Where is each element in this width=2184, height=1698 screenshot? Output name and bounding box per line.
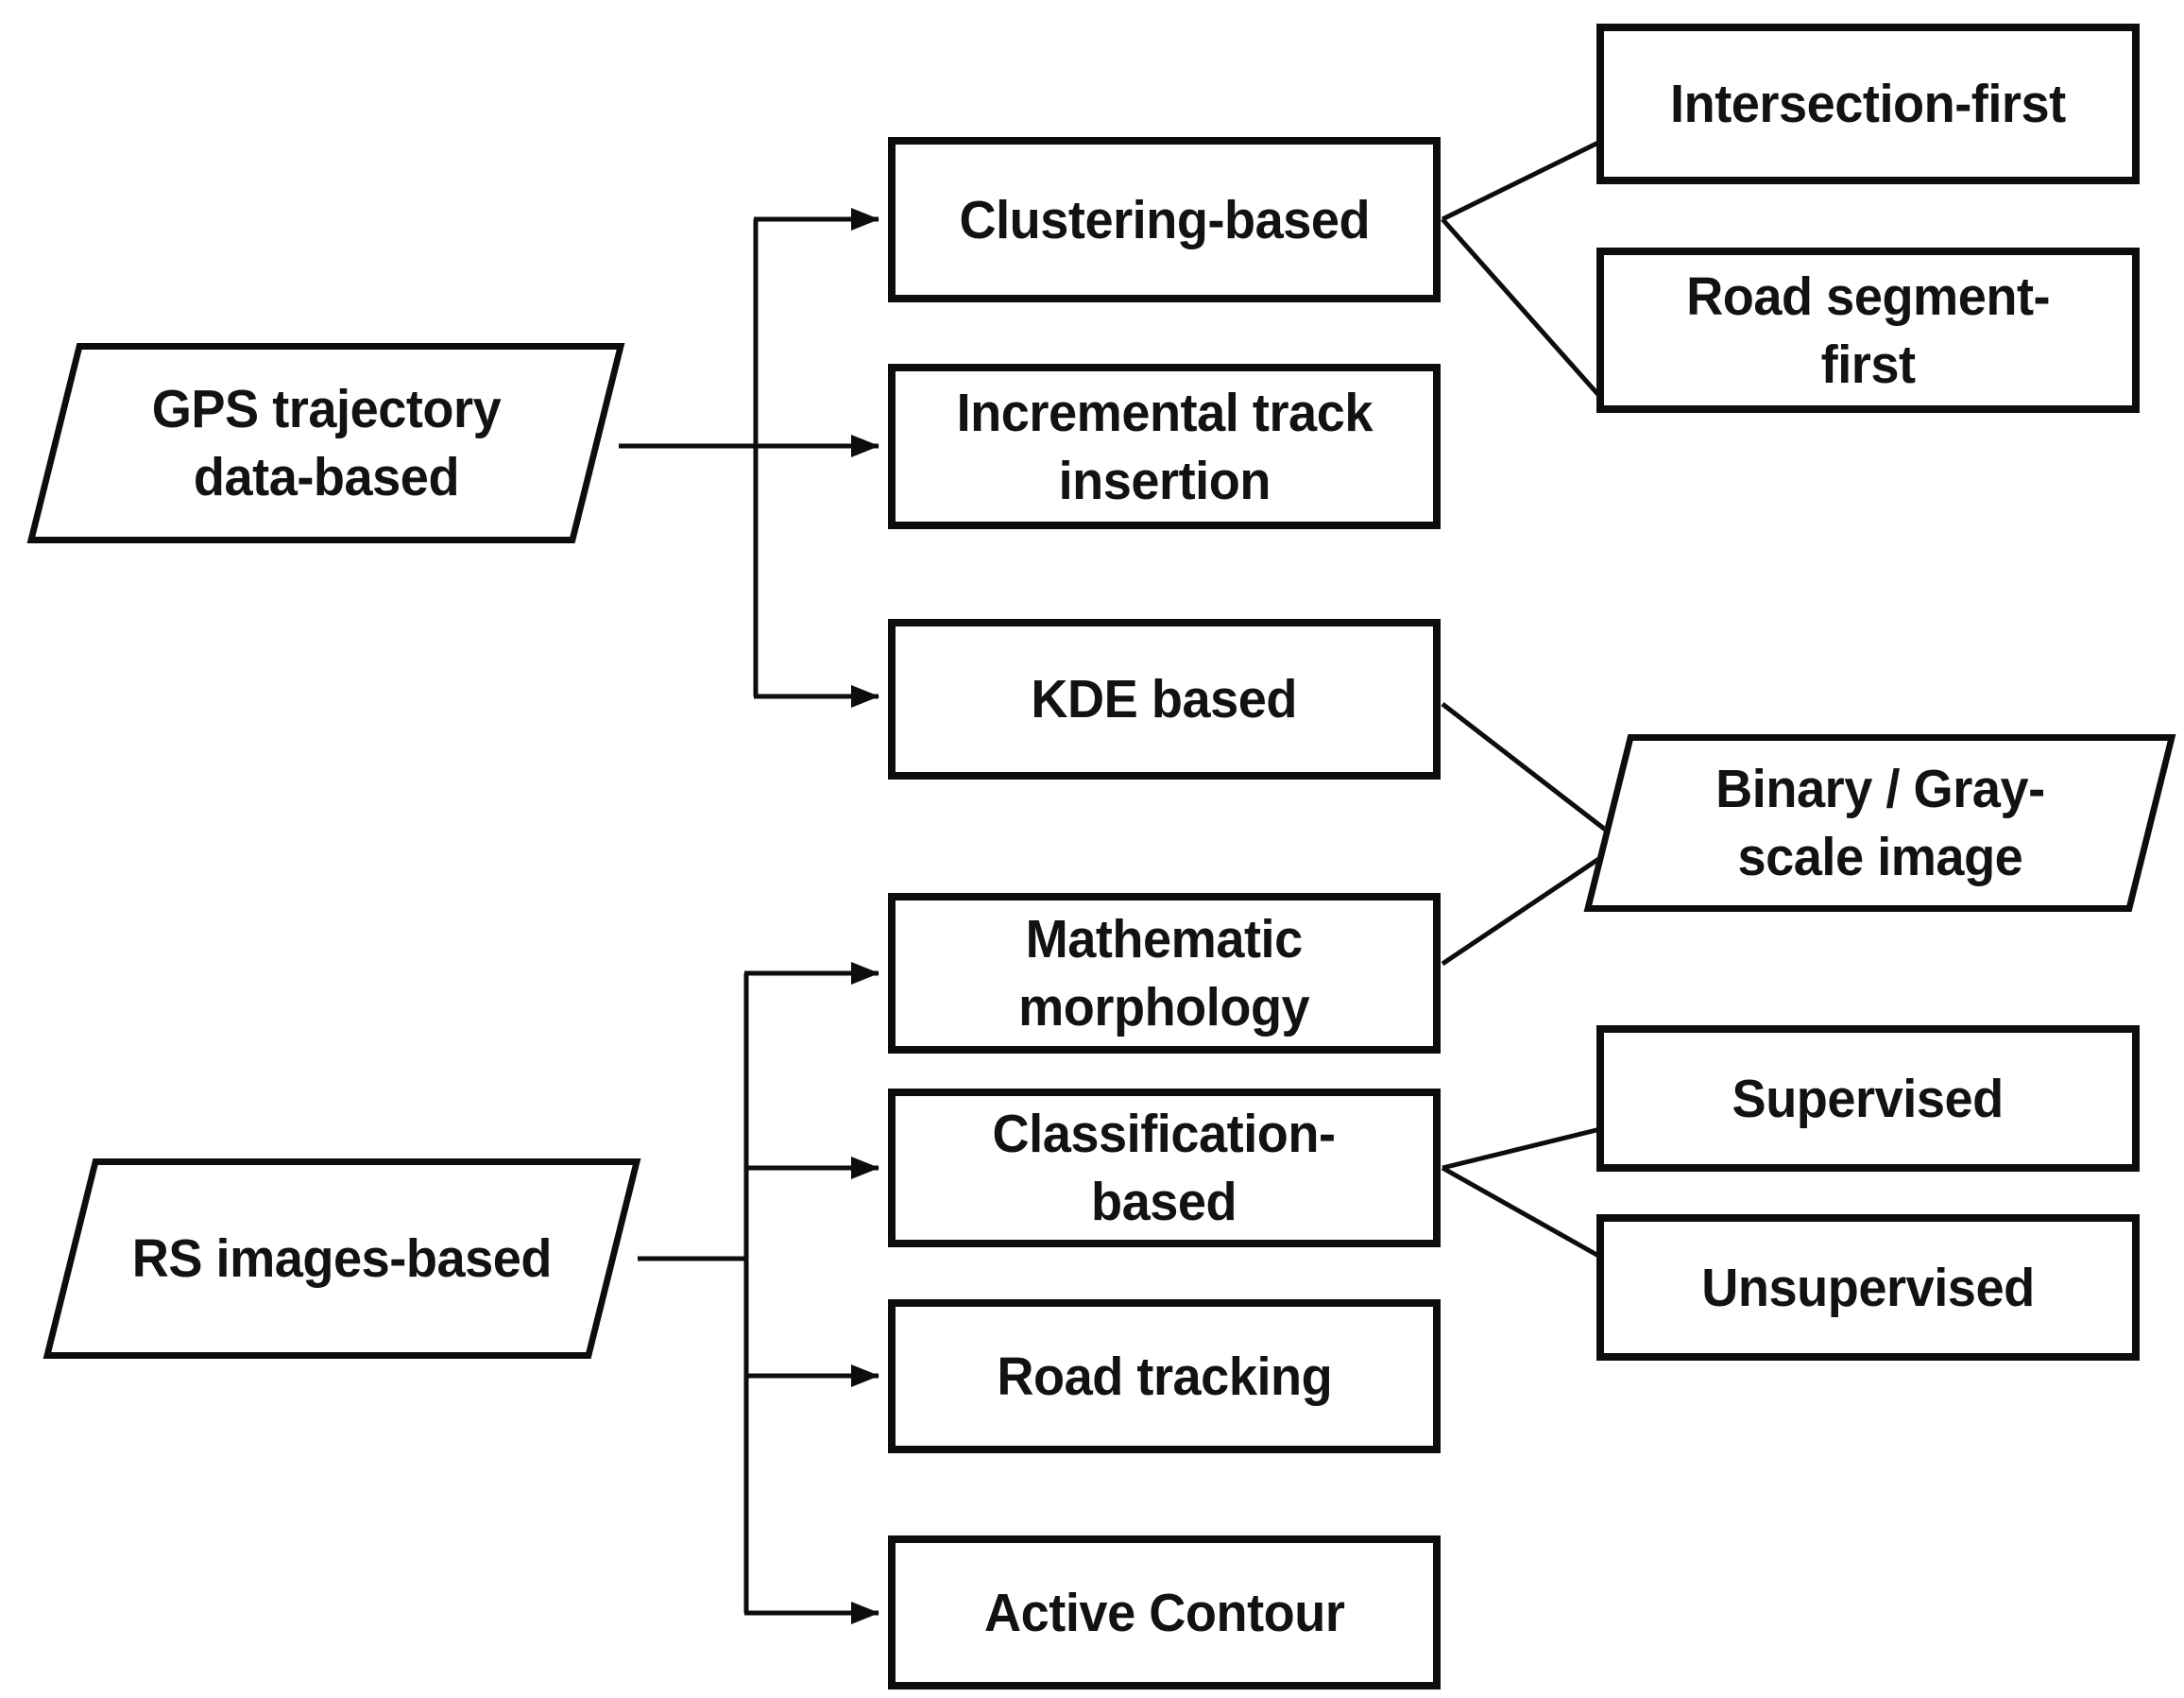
node-mathematic-morphology: Mathematic morphology	[888, 893, 1441, 1054]
node-label: Intersection-first	[1670, 74, 2066, 134]
edge-clustering-roadsegment	[1441, 217, 1602, 399]
node-label: Road tracking	[997, 1346, 1332, 1407]
node-label: Road segment- first	[1686, 266, 2050, 395]
node-label: RS images-based	[131, 1228, 553, 1289]
node-road-segment-first: Road segment- first	[1596, 248, 2140, 413]
edge-classification-unsupervised	[1441, 1165, 1602, 1260]
node-classification-based: Classification- based	[888, 1089, 1441, 1247]
node-road-tracking: Road tracking	[888, 1299, 1441, 1453]
edge-morphology-binary	[1441, 855, 1602, 967]
node-gps-trajectory-data-based: GPS trajectory data-based	[26, 343, 625, 543]
node-active-contour: Active Contour	[888, 1535, 1441, 1689]
node-supervised: Supervised	[1596, 1025, 2140, 1172]
node-label: Incremental track insertion	[956, 382, 1373, 511]
edge-classification-supervised	[1442, 1126, 1601, 1171]
node-label: Supervised	[1732, 1068, 2005, 1129]
node-incremental-track-insertion: Incremental track insertion	[888, 364, 1441, 529]
edge-kde-binary	[1441, 702, 1610, 833]
node-label: Mathematic morphology	[1018, 909, 1310, 1038]
node-label: Clustering-based	[959, 189, 1370, 250]
node-clustering-based: Clustering-based	[888, 137, 1441, 302]
node-intersection-first: Intersection-first	[1596, 24, 2140, 184]
node-binary-grayscale-image: Binary / Gray- scale image	[1583, 734, 2176, 912]
edge-clustering-intersection	[1441, 139, 1602, 222]
node-label: Classification- based	[993, 1104, 1336, 1232]
node-label: KDE based	[1031, 669, 1298, 729]
node-unsupervised: Unsupervised	[1596, 1214, 2140, 1361]
node-kde-based: KDE based	[888, 619, 1441, 780]
node-label: Unsupervised	[1701, 1257, 2035, 1318]
node-rs-images-based: RS images-based	[43, 1158, 641, 1359]
node-label: Binary / Gray- scale image	[1715, 759, 2045, 887]
node-label: Active Contour	[983, 1582, 1345, 1643]
node-label: GPS trajectory data-based	[151, 379, 501, 507]
